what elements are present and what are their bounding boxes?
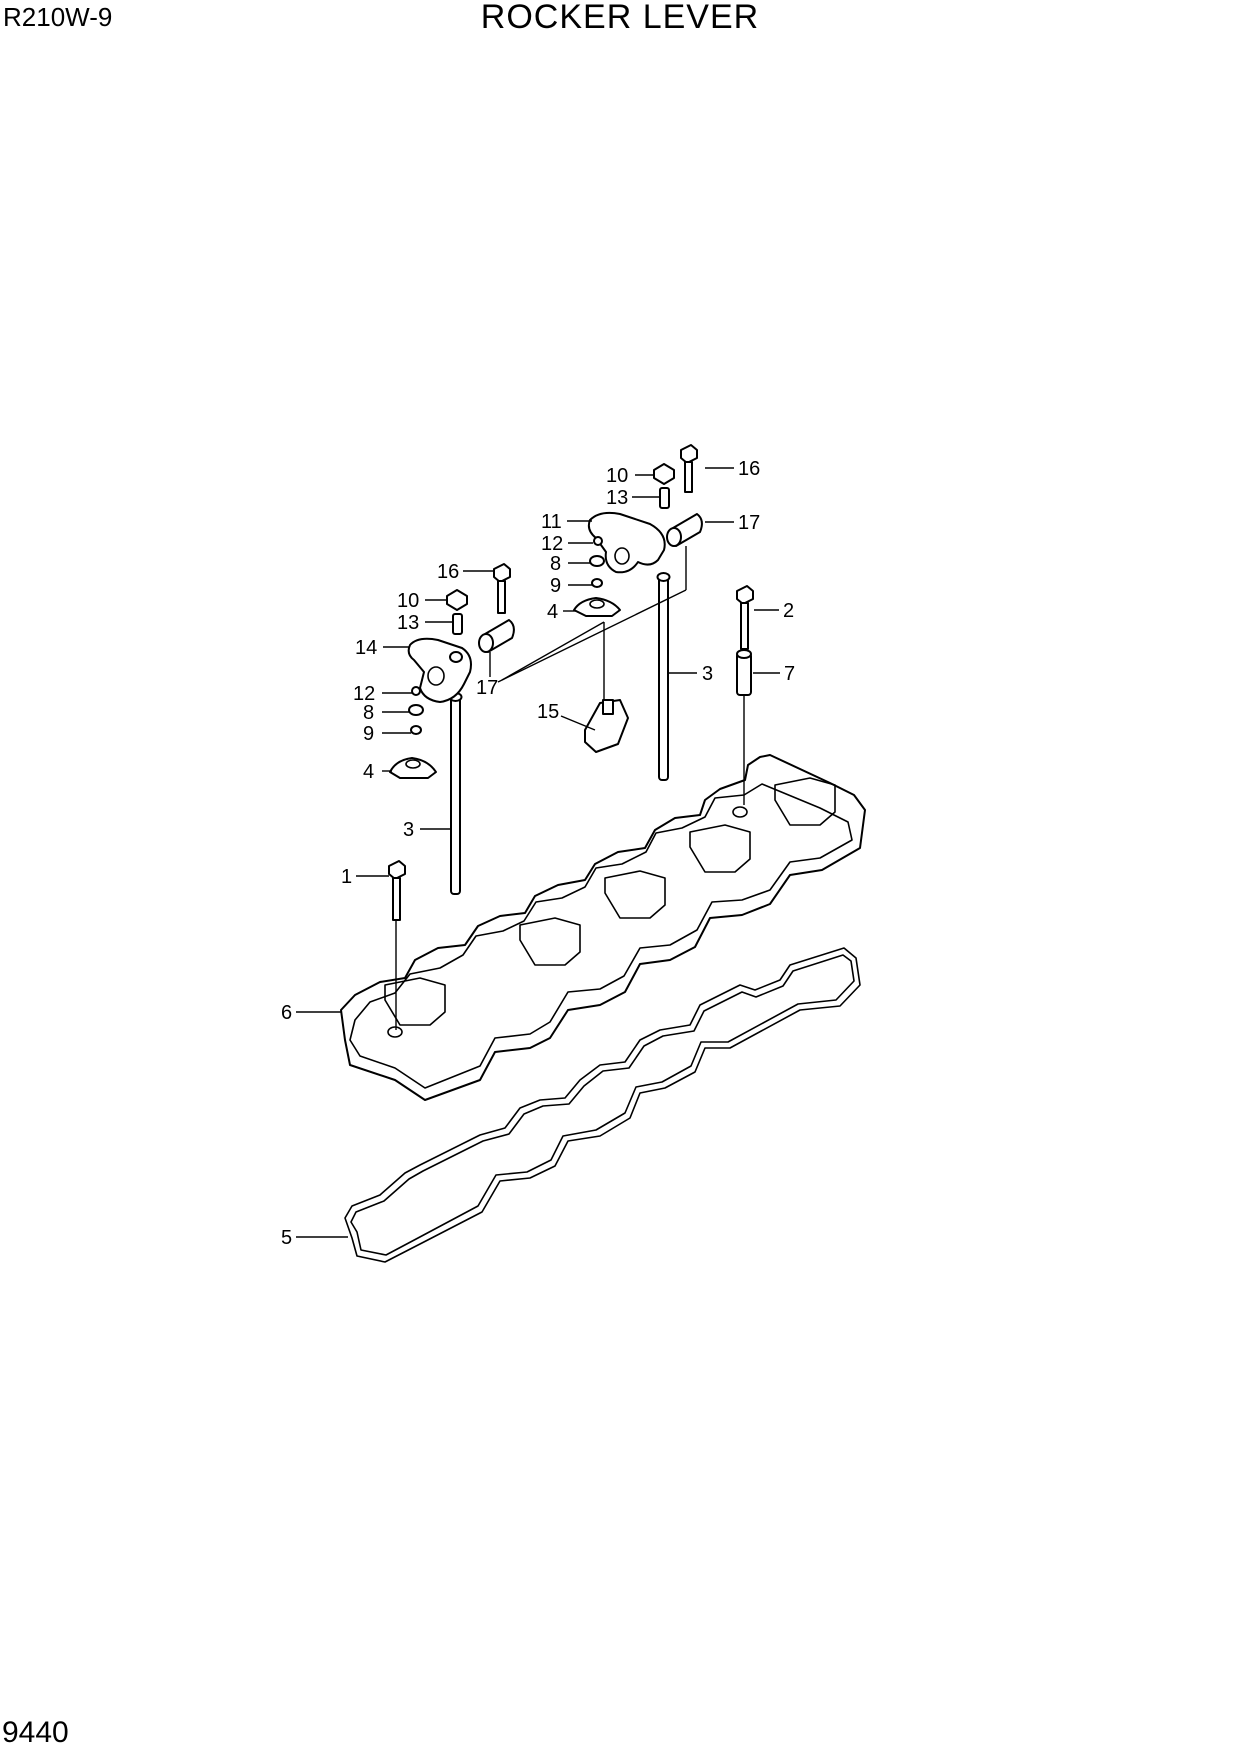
callout-9-right: 9 <box>550 575 561 597</box>
nut-part-10-left <box>446 589 468 611</box>
callout-17-right: 17 <box>738 512 760 534</box>
pushrod-part-3-left <box>448 692 463 895</box>
bolt-part-1 <box>388 860 406 921</box>
bolt-part-16-right <box>680 444 698 493</box>
callout-2: 2 <box>783 600 794 622</box>
callout-16-left: 16 <box>437 561 459 583</box>
rocker-cover-part-6 <box>340 754 866 1101</box>
bracket-part-15 <box>584 699 629 753</box>
collet-part-9-right <box>591 578 603 588</box>
callout-6: 6 <box>281 1002 292 1024</box>
model-code: R210W-9 <box>3 2 113 32</box>
callout-13-right: 13 <box>606 487 628 509</box>
callout-12-left: 12 <box>353 683 375 705</box>
shaft-part-17-right <box>666 513 703 547</box>
callout-10-right: 10 <box>606 465 628 487</box>
bolt-part-16-left <box>493 563 511 614</box>
bridge-part-4-right <box>573 597 621 617</box>
callout-9-left: 9 <box>363 723 374 745</box>
gasket-part-5 <box>344 947 861 1263</box>
rocker-lever-part-14 <box>407 637 472 703</box>
washer-part-8-left <box>408 704 424 716</box>
nut-part-10-right <box>653 463 675 485</box>
shaft-part-17-left <box>478 619 515 653</box>
ball-part-12-right <box>593 536 603 546</box>
adjuster-part-13-right <box>659 487 670 509</box>
ball-part-12-left <box>411 686 421 696</box>
callout-13-left: 13 <box>397 612 419 634</box>
callout-7: 7 <box>784 663 795 685</box>
page-number: 9440 <box>2 1716 69 1749</box>
callout-12-right: 12 <box>541 533 563 555</box>
collet-part-9-left <box>410 725 422 735</box>
dowel-part-7 <box>736 649 752 696</box>
callout-17-left: 17 <box>476 677 498 699</box>
callout-4-right: 4 <box>547 601 558 623</box>
callout-1: 1 <box>341 866 352 888</box>
bolt-part-2 <box>736 585 754 650</box>
page-title: ROCKER LEVER <box>480 0 760 36</box>
callout-labels: 16 10 13 11 17 12 8 9 4 2 16 10 13 14 17… <box>281 458 795 1249</box>
callout-4-left: 4 <box>363 761 374 783</box>
callout-8-left: 8 <box>363 702 374 724</box>
callout-16-right: 16 <box>738 458 760 480</box>
adjuster-part-13-left <box>452 613 463 635</box>
callout-3-left: 3 <box>403 819 414 841</box>
callout-3-right: 3 <box>702 663 713 685</box>
pushrod-part-3-right <box>656 572 671 781</box>
callout-15: 15 <box>537 701 559 723</box>
leader-lines <box>296 467 780 1238</box>
callout-11: 11 <box>541 511 562 533</box>
callout-10-left: 10 <box>397 590 419 612</box>
callout-8-right: 8 <box>550 553 561 575</box>
washer-part-8-right <box>589 555 605 567</box>
callout-14: 14 <box>355 637 377 659</box>
callout-5: 5 <box>281 1227 292 1249</box>
bridge-part-4-left <box>389 757 437 779</box>
